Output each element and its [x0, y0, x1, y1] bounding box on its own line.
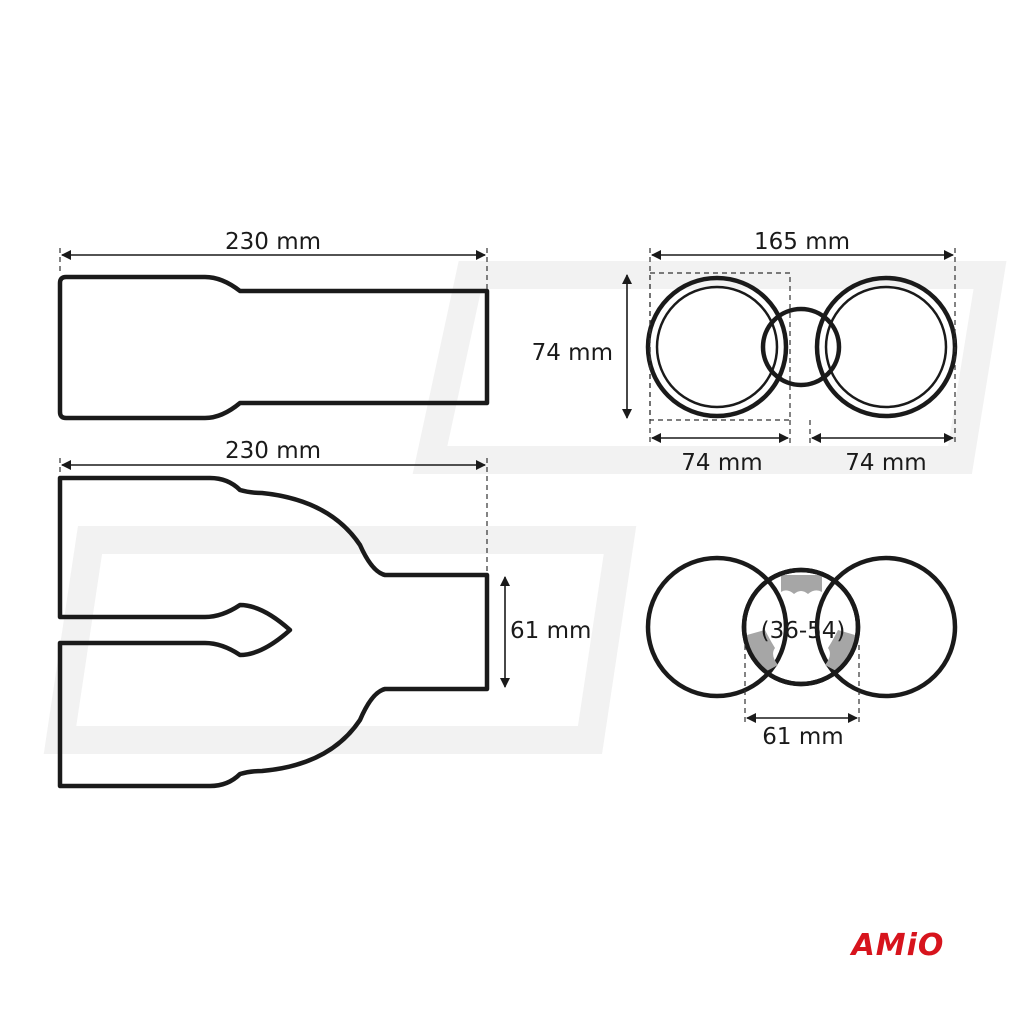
right-diameter-label: 74 mm — [845, 450, 926, 476]
side-view-pipe: 230 mm — [57, 229, 490, 421]
left-diameter-label: 74 mm — [681, 450, 762, 476]
logo-text: AMiO — [850, 928, 945, 963]
front-view: 165 mm 74 mm 74 mm 74 mm — [532, 229, 958, 476]
top-length-label: 230 mm — [225, 438, 321, 464]
rear-view: (36-54) 61 mm — [645, 555, 958, 750]
clamp-left — [747, 630, 778, 672]
watermark — [43, 261, 1007, 754]
height-label: 74 mm — [532, 340, 613, 366]
clamp-top — [781, 575, 822, 594]
side-length-label: 230 mm — [225, 229, 321, 255]
inlet-label: 61 mm — [510, 618, 591, 644]
width-label: 165 mm — [754, 229, 850, 255]
adapter-range-label: (36-54) — [761, 618, 846, 644]
clamp-right — [825, 630, 855, 672]
amio-logo: AMiO — [850, 928, 945, 963]
top-view-y-pipe: 230 mm 61 mm — [57, 438, 591, 789]
rear-inlet-label: 61 mm — [762, 724, 843, 750]
